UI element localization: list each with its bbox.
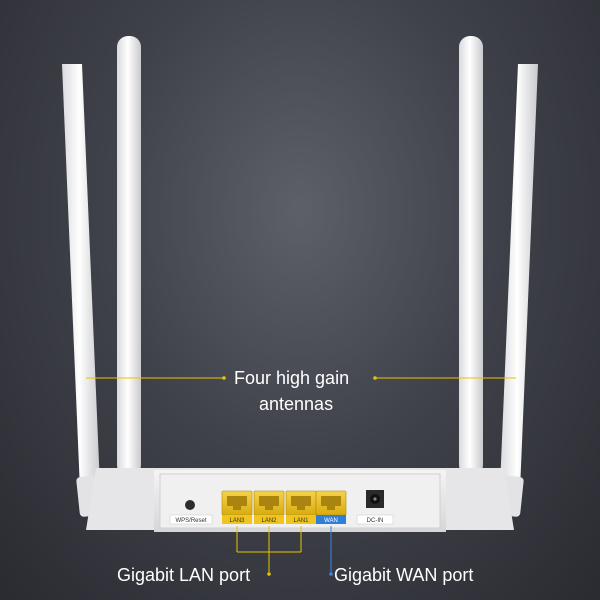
dc-in-jack <box>366 490 384 508</box>
wan-callout-dot <box>329 572 333 576</box>
wan-callout-text: Gigabit WAN port <box>334 565 474 585</box>
lan2-port <box>253 490 285 516</box>
antenna-callout-dot-left <box>222 376 226 380</box>
antenna-far-right <box>494 64 538 517</box>
wps-reset-button <box>185 500 195 510</box>
lan-callout-text: Gigabit LAN port <box>117 565 251 585</box>
lan3-label: LAN3 <box>229 518 245 524</box>
wan-label: WAN <box>324 518 338 524</box>
lan3-port <box>221 490 253 516</box>
antenna-callout-title: Four high gain <box>234 368 350 388</box>
wps-reset-label: WPS/Reset <box>175 518 206 524</box>
lan2-label: LAN2 <box>261 518 277 524</box>
antenna-far-left <box>62 64 106 517</box>
lan1-label: LAN1 <box>293 518 309 524</box>
wan-port <box>315 490 347 516</box>
lan-callout-line <box>236 526 302 572</box>
antenna-near-left <box>115 36 143 488</box>
lan1-port <box>285 490 317 516</box>
antenna-near-right <box>457 36 485 488</box>
dc-in-label: DC-IN <box>367 518 384 524</box>
antenna-callout-dot-right <box>373 376 377 380</box>
lan-callout-dot <box>267 572 271 576</box>
antenna-callout-subtitle: antennas <box>259 394 334 414</box>
